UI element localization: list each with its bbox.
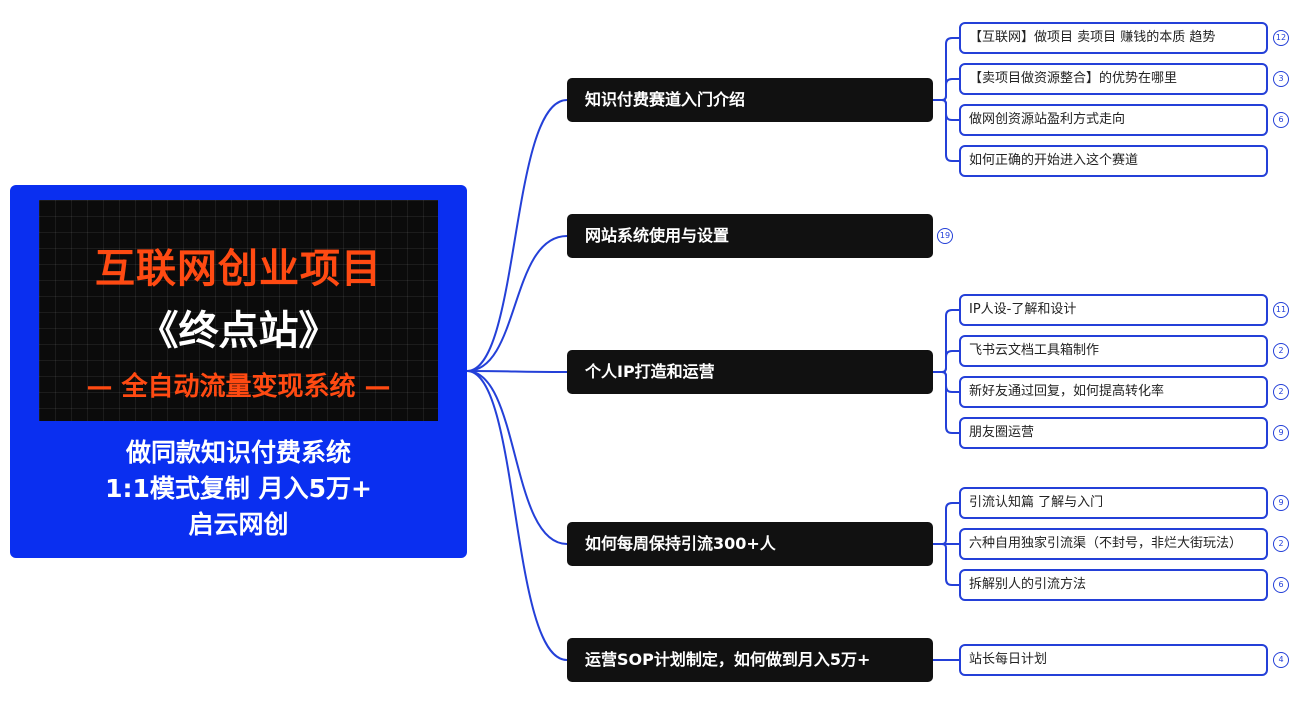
branch-website-setup[interactable]: 网站系统使用与设置	[567, 214, 933, 258]
connector-line	[933, 99, 959, 162]
branch-sop-plan[interactable]: 运营SOP计划制定，如何做到月入5万+	[567, 638, 933, 682]
branch-knowledge-intro[interactable]: 知识付费赛道入门介绍	[567, 78, 933, 122]
child-count-badge[interactable]: 6	[1273, 112, 1289, 128]
leaf-node[interactable]: 站长每日计划	[959, 644, 1268, 676]
connector-line	[933, 350, 959, 373]
leaf-node[interactable]: 朋友圈运营	[959, 417, 1268, 449]
root-description: 做同款知识付费系统 1:1模式复制 月入5万+ 启云网创	[10, 435, 467, 543]
child-count-badge[interactable]: 9	[1273, 495, 1289, 511]
connector-line	[466, 235, 568, 372]
cover-name: 《终点站》	[138, 308, 339, 354]
connector-line	[933, 371, 959, 434]
root-node[interactable]: 互联网创业项目 《终点站》 — 全自动流量变现系统 — 做同款知识付费系统 1:…	[10, 185, 467, 558]
child-count-badge[interactable]: 9	[1273, 425, 1289, 441]
child-count-badge[interactable]: 2	[1273, 343, 1289, 359]
child-count-badge[interactable]: 2	[1273, 536, 1289, 552]
leaf-node[interactable]: 新好友通过回复，如何提高转化率	[959, 376, 1268, 408]
cover-banner: 互联网创业项目 《终点站》 — 全自动流量变现系统 —	[39, 200, 438, 421]
root-description-line: 1:1模式复制 月入5万+	[105, 474, 372, 503]
leaf-node[interactable]: IP人设-了解和设计	[959, 294, 1268, 326]
child-count-badge[interactable]: 4	[1273, 652, 1289, 668]
leaf-node[interactable]: 拆解别人的引流方法	[959, 569, 1268, 601]
cover-title: 互联网创业项目	[95, 246, 382, 292]
branch-personal-ip[interactable]: 个人IP打造和运营	[567, 350, 933, 394]
leaf-node[interactable]: 六种自用独家引流渠（不封号，非烂大街玩法）	[959, 528, 1268, 560]
connector-line	[933, 78, 959, 101]
child-count-badge[interactable]: 19	[937, 228, 953, 244]
connector-line	[466, 370, 568, 373]
branch-traffic[interactable]: 如何每周保持引流300+人	[567, 522, 933, 566]
root-description-line: 启云网创	[188, 510, 289, 539]
leaf-node[interactable]: 飞书云文档工具箱制作	[959, 335, 1268, 367]
leaf-node[interactable]: 做网创资源站盈利方式走向	[959, 104, 1268, 136]
connector-line	[933, 543, 959, 586]
child-count-badge[interactable]: 2	[1273, 384, 1289, 400]
child-count-badge[interactable]: 3	[1273, 71, 1289, 87]
leaf-node[interactable]: 【互联网】做项目 卖项目 赚钱的本质 趋势	[959, 22, 1268, 54]
leaf-node[interactable]: 【卖项目做资源整合】的优势在哪里	[959, 63, 1268, 95]
child-count-badge[interactable]: 6	[1273, 577, 1289, 593]
connector-line	[933, 502, 959, 545]
connector-line	[466, 370, 568, 661]
child-count-badge[interactable]: 12	[1273, 30, 1289, 46]
root-description-line: 做同款知识付费系统	[125, 438, 351, 467]
leaf-node[interactable]: 引流认知篇 了解与入门	[959, 487, 1268, 519]
leaf-node[interactable]: 如何正确的开始进入这个赛道	[959, 145, 1268, 177]
child-count-badge[interactable]: 11	[1273, 302, 1289, 318]
cover-subtitle: — 全自动流量变现系统 —	[86, 372, 391, 402]
connector-line	[466, 99, 568, 372]
connector-line	[466, 370, 568, 545]
